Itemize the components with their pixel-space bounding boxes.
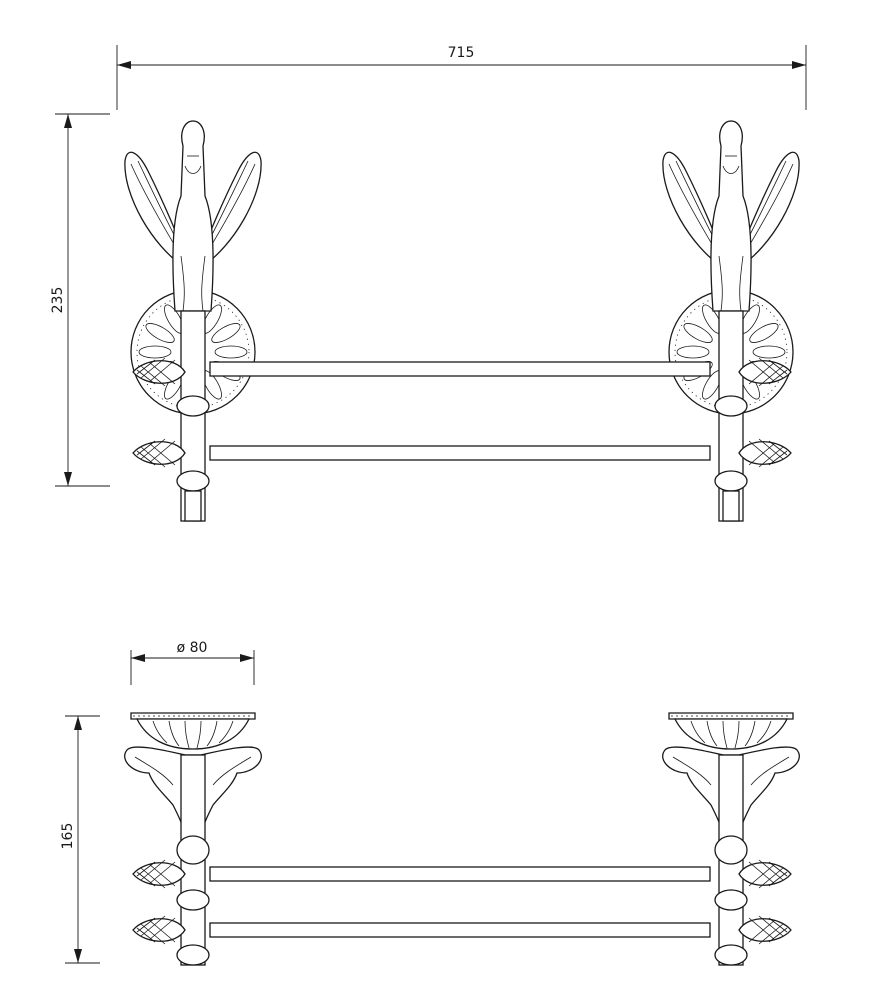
- dish-right: [668, 712, 794, 750]
- side-height-label: 165: [60, 823, 76, 850]
- finial-left-upper-top-view: [132, 859, 186, 889]
- diameter-label: ø 80: [177, 640, 208, 656]
- finial-left-lower-top-view: [132, 915, 186, 945]
- width-label: 715: [448, 45, 475, 61]
- height-label: 235: [50, 287, 66, 314]
- upper-bar-top-view: [209, 866, 711, 882]
- lower-bar-top-view: [209, 922, 711, 938]
- upper-towel-bar: [209, 361, 711, 377]
- dish-left: [130, 712, 256, 750]
- finial-right-upper-top-view: [738, 859, 792, 889]
- finial-right-lower-top-view: [738, 915, 792, 945]
- top-view: ø 80 165: [60, 640, 800, 966]
- arrow-top: [64, 114, 72, 128]
- arrow-diameter-left: [131, 654, 145, 662]
- arrow-diameter-right: [240, 654, 254, 662]
- arrow-side-top: [74, 716, 82, 730]
- arrow-side-bottom: [74, 949, 82, 963]
- arrow-bottom: [64, 472, 72, 486]
- finial-right-lower: [738, 438, 792, 468]
- lower-towel-bar: [209, 445, 711, 461]
- arrow-right: [792, 61, 806, 69]
- front-view: 715 235: [50, 45, 807, 522]
- finial-left-lower: [132, 438, 186, 468]
- arrow-left: [117, 61, 131, 69]
